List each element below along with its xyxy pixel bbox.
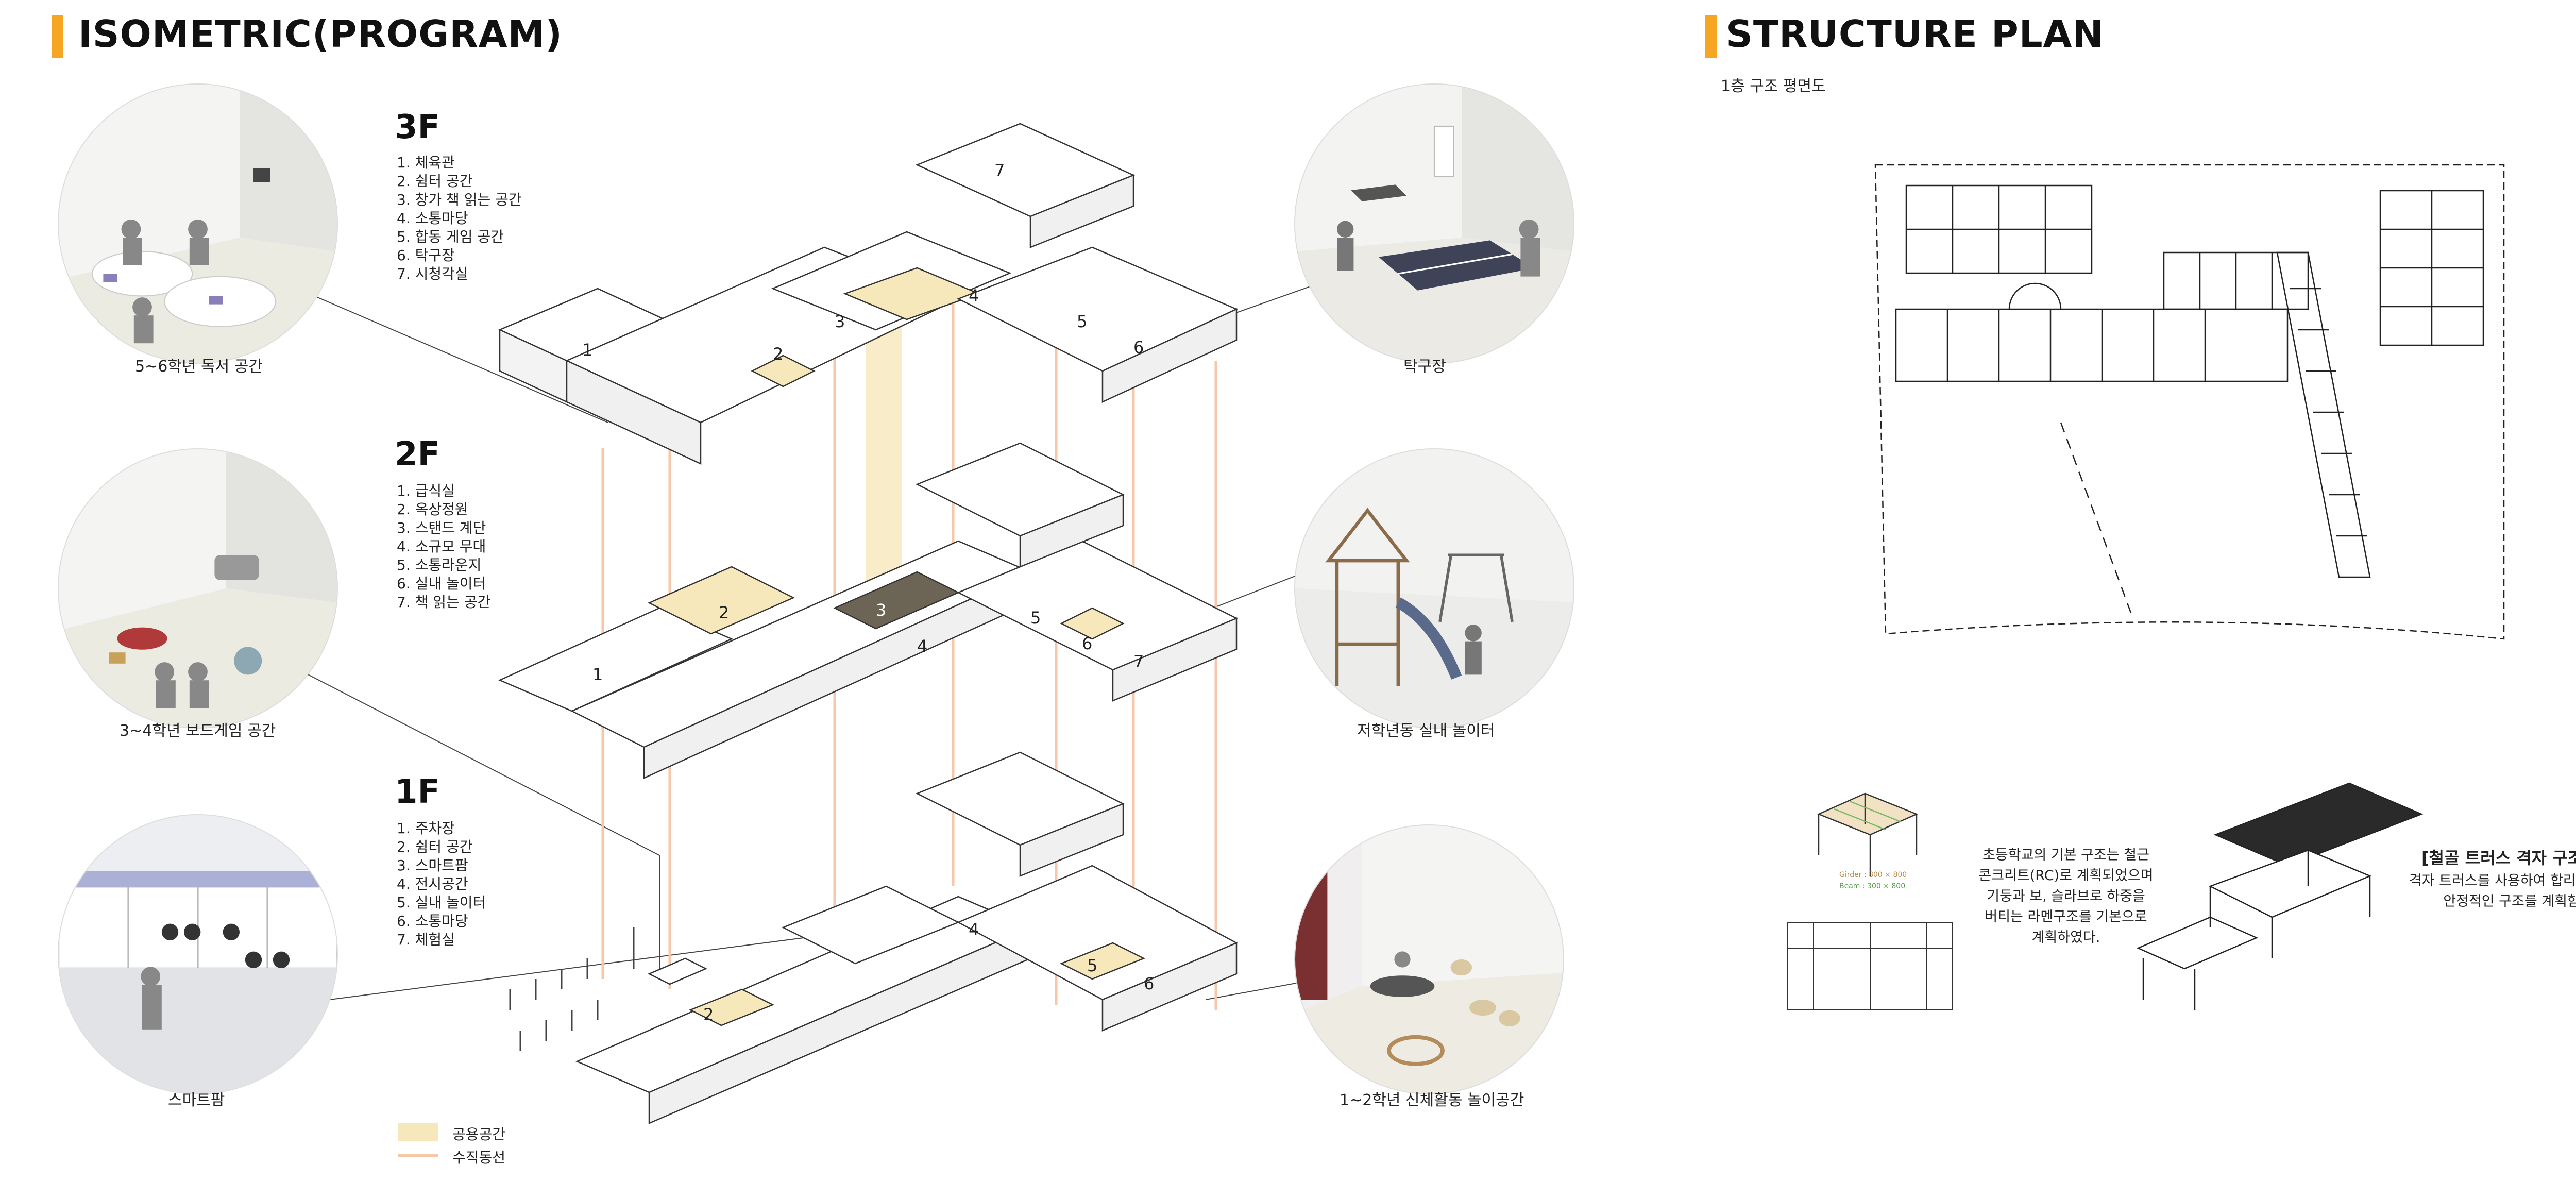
caption-pingpong: 탁구장 [1403, 358, 1446, 376]
room-label: 1 [592, 665, 603, 684]
room-label: 5 [1030, 608, 1041, 628]
floor-3f-list: 1. 체육관 2. 쉼터 공간 3. 창가 책 읽는 공간 4. 소통마당 5.… [397, 154, 522, 283]
beam-label: Beam : 300 × 800 [1839, 882, 1906, 890]
floor-1f-item: 5. 실내 놀이터 [397, 894, 486, 911]
floor-1f-title: 1F [395, 773, 440, 811]
room-label: 7 [1133, 652, 1144, 671]
legend-vertical-label: 수직동선 [452, 1149, 506, 1166]
rc-text-line: 초등학교의 기본 구조는 철근 [1982, 847, 2149, 863]
caption-smartfarm: 스마트팜 [168, 1091, 225, 1109]
room-label: 2 [703, 1005, 714, 1024]
floor-3f-item: 3. 창가 책 읽는 공간 [397, 191, 522, 208]
room-label: 5 [1077, 312, 1088, 331]
photo-reading-space [58, 83, 338, 364]
floor-1f-item: 1. 주차장 [397, 820, 455, 837]
truss-text-line: 격자 트러스를 사용하여 합리적이고 [2409, 873, 2576, 889]
room-label: 7 [994, 161, 1005, 180]
floor-2f-item: 5. 소통라운지 [397, 556, 482, 573]
floor-3f-title: 3F [395, 108, 440, 146]
floor-2f-title: 2F [395, 435, 440, 474]
room-label: 3 [835, 312, 845, 331]
photo-smartfarm [58, 814, 338, 1094]
room-label: 5 [1087, 956, 1098, 975]
left-title-accent [52, 15, 63, 58]
iso-2f [498, 442, 1239, 779]
floor-3f-item: 5. 합동 게임 공간 [397, 228, 504, 245]
floor-2f-item: 3. 스탠드 계단 [397, 519, 486, 536]
room-label: 4 [969, 920, 979, 939]
floor-1f-item: 7. 체험실 [397, 931, 455, 948]
iso-3f [498, 123, 1239, 465]
floor-3f-item: 2. 쉼터 공간 [397, 173, 473, 190]
legend-common-label: 공용공간 [452, 1126, 506, 1143]
structure-plan [1874, 164, 2505, 640]
photo-pingpong [1294, 83, 1574, 364]
floor-2f-item: 6. 실내 놀이터 [397, 575, 486, 592]
floor-2f-item: 1. 급식실 [397, 482, 455, 499]
floor-1f-item: 6. 소통마당 [397, 913, 468, 930]
caption-boardgame-space: 3~4학년 보드게임 공간 [120, 722, 276, 740]
steel-truss-model [2136, 782, 2424, 1010]
parking-columns [509, 927, 635, 1051]
floor-3f-item: 7. 시청각실 [397, 265, 468, 282]
room-label: 6 [1082, 634, 1093, 653]
room-label: 2 [719, 603, 730, 622]
caption-indoor-playground: 저학년동 실내 놀이터 [1357, 722, 1495, 740]
rc-text-line: 콘크리트(RC)로 계획되었으며 [1978, 868, 2154, 884]
right-section-title: STRUCTURE PLAN [1726, 12, 2104, 56]
floor-3f-item: 6. 탁구장 [397, 247, 455, 264]
rc-frame-model [1817, 792, 1919, 876]
left-section-title: ISOMETRIC(PROGRAM) [78, 12, 563, 56]
iso-1f [575, 751, 1238, 1124]
floor-1f-list: 1. 주차장 2. 쉼터 공간 3. 스마트팜 4. 전시공간 5. 실내 놀이… [397, 819, 486, 949]
floor-2f-item: 7. 책 읽는 공간 [397, 594, 491, 611]
floor-3f-item: 4. 소통마당 [397, 210, 468, 227]
legend-common-swatch [398, 1123, 438, 1141]
structure-subtitle: 1층 구조 평면도 [1721, 77, 1826, 95]
floor-3f-item: 1. 체육관 [397, 154, 455, 171]
floor-2f-list: 1. 급식실 2. 옥상정원 3. 스탠드 계단 4. 소규모 무대 5. 소통… [397, 482, 490, 612]
room-label: 4 [969, 286, 979, 306]
legend-vertical-swatch [398, 1154, 438, 1157]
room-label: 6 [1144, 974, 1155, 993]
floor-2f-item: 2. 옥상정원 [397, 501, 468, 518]
rc-text-line: 기둥과 보, 슬라브로 하중을 [1987, 888, 2145, 904]
common-void-column [866, 299, 902, 587]
floor-1f-item: 4. 전시공간 [397, 875, 468, 892]
floor-2f-item: 4. 소규모 무대 [397, 538, 486, 555]
caption-reading-space: 5~6학년 독서 공간 [135, 358, 263, 376]
caption-physical-play: 1~2학년 신체활동 놀이공간 [1340, 1091, 1524, 1109]
room-label: 4 [917, 636, 928, 656]
room-label: 6 [1133, 338, 1144, 357]
girder-label: Girder : 800 × 800 [1839, 871, 1907, 879]
rc-text-line: 버티는 라멘구조를 기본으로 [1985, 909, 2147, 925]
rc-text-line: 계획하였다. [2031, 930, 2100, 946]
room-label: 3 [876, 600, 887, 620]
room-label: 2 [773, 344, 784, 364]
right-title-accent [1705, 15, 1717, 58]
photo-boardgame-space [58, 448, 338, 729]
photo-physical-play [1294, 824, 1564, 1094]
rc-structure-description: 초등학교의 기본 구조는 철근 콘크리트(RC)로 계획되었으며 기둥과 보, … [1958, 845, 2174, 948]
rc-small-plan [1787, 922, 1953, 1010]
floor-1f-item: 3. 스마트팜 [397, 857, 468, 874]
floor-1f-item: 2. 쉼터 공간 [397, 838, 473, 855]
room-label: 1 [582, 340, 593, 360]
truss-text-line: 안정적인 구조를 계획함 [2443, 893, 2576, 909]
photo-indoor-playground [1294, 448, 1574, 729]
truss-title: [철골 트러스 격자 구조] [2421, 848, 2576, 868]
truss-description: 격자 트러스를 사용하여 합리적이고 안정적인 구조를 계획함 [2391, 871, 2576, 912]
